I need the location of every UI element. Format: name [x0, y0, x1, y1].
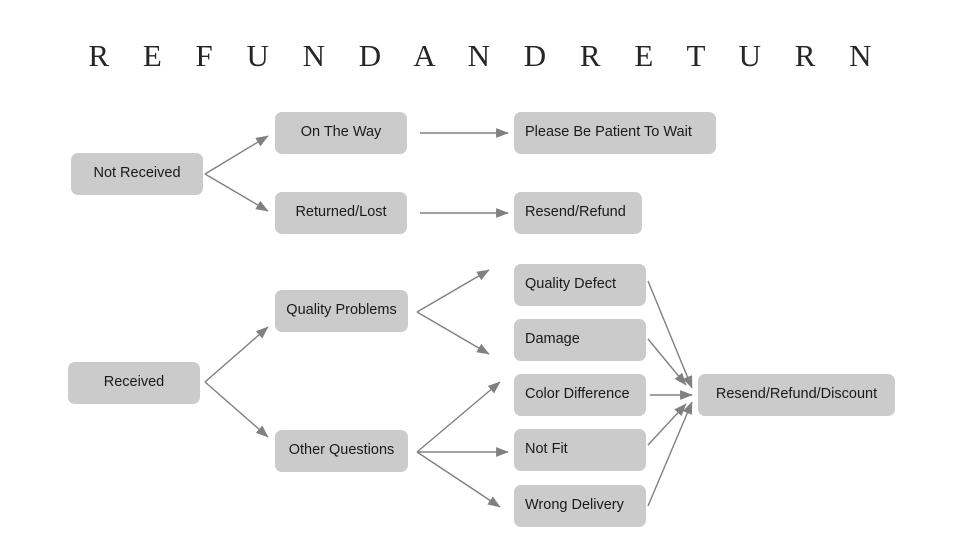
edge-wrong-delivery-to-resend-refund-discount [647, 401, 693, 507]
node-label: Resend/Refund [525, 204, 626, 221]
node-label: Wrong Delivery [525, 497, 624, 514]
node-label: Color Difference [525, 386, 630, 403]
edge-other-questions-to-wrong-delivery [416, 451, 501, 508]
edge-other-questions-to-color-difference [416, 381, 501, 453]
node-damage[interactable]: Damage [514, 319, 646, 361]
edge-damage-to-resend-refund-discount [647, 338, 687, 386]
edge-not-fit-to-resend-refund-discount [647, 403, 687, 446]
node-label: On The Way [300, 124, 382, 141]
node-not-received[interactable]: Not Received [71, 153, 203, 195]
edge-received-to-other-questions [204, 381, 269, 438]
node-label: Quality Problems [286, 302, 397, 319]
node-label: Please Be Patient To Wait [525, 124, 692, 141]
edge-quality-defect-to-resend-refund-discount [647, 280, 693, 389]
edge-not-received-to-returned-lost [204, 173, 269, 212]
node-other-questions[interactable]: Other Questions [275, 430, 408, 472]
node-label: Returned/Lost [295, 204, 387, 221]
node-resend-refund-discount[interactable]: Resend/Refund/Discount [698, 374, 895, 416]
edge-received-to-quality-problems [204, 326, 269, 383]
node-received[interactable]: Received [68, 362, 200, 404]
edge-quality-problems-to-quality-defect [416, 269, 490, 313]
node-label: Resend/Refund/Discount [715, 386, 878, 403]
edge-not-received-to-on-the-way [204, 135, 269, 175]
page-title: R E F U N D A N D R E T U R N [88, 38, 885, 73]
node-quality-defect[interactable]: Quality Defect [514, 264, 646, 306]
edge-quality-problems-to-damage [416, 311, 490, 355]
node-label: Not Received [93, 165, 181, 182]
node-label: Damage [525, 331, 580, 348]
node-on-the-way[interactable]: On The Way [275, 112, 407, 154]
node-resend-refund[interactable]: Resend/Refund [514, 192, 642, 234]
node-wrong-delivery[interactable]: Wrong Delivery [514, 485, 646, 527]
node-quality-problems[interactable]: Quality Problems [275, 290, 408, 332]
node-label: Quality Defect [525, 276, 617, 293]
node-please-wait[interactable]: Please Be Patient To Wait [514, 112, 716, 154]
node-label: Other Questions [288, 442, 395, 459]
node-label: Not Fit [525, 441, 568, 458]
node-color-difference[interactable]: Color Difference [514, 374, 646, 416]
node-label: Received [103, 374, 165, 391]
node-returned-lost[interactable]: Returned/Lost [275, 192, 407, 234]
node-not-fit[interactable]: Not Fit [514, 429, 646, 471]
